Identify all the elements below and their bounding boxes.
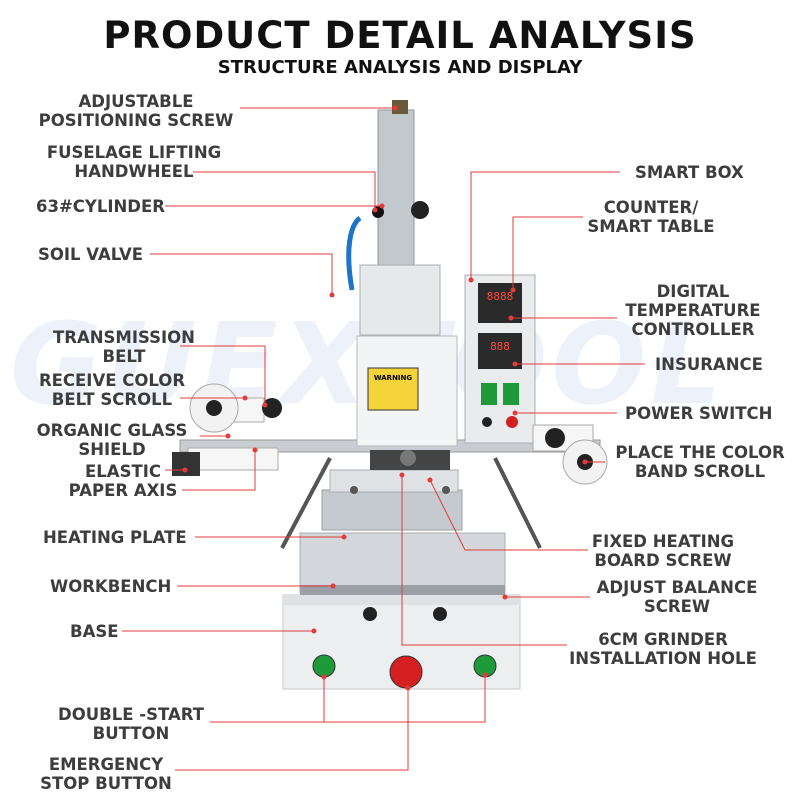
label-receive-color-belt-scroll: RECEIVE COLOR BELT SCROLL	[38, 371, 186, 409]
label-cylinder: 63#CYLINDER	[36, 197, 165, 216]
label-double-start-button: DOUBLE -START BUTTON	[58, 705, 204, 743]
machine-cylinder	[359, 264, 441, 336]
page-subtitle: STRUCTURE ANALYSIS AND DISPLAY	[217, 57, 583, 78]
label-heating-plate: HEATING PLATE	[43, 528, 187, 547]
warning-label: WARNING	[374, 374, 413, 382]
label-fixed-heating-board-screw: FIXED HEATING BOARD SCREW	[591, 532, 735, 570]
label-grinder-installation-hole: 6CM GRINDER INSTALLATION HOLE	[569, 630, 757, 668]
leader-lines	[122, 107, 645, 771]
temp-display: 888	[490, 340, 510, 353]
label-emergency-stop-button: EMERGENCY STOP BUTTON	[40, 755, 172, 793]
label-workbench: WORKBENCH	[50, 577, 172, 596]
label-transmission-belt: TRANSMISSION BELT	[53, 328, 195, 366]
label-organic-glass-shield: ORGANIC GLASS SHIELD	[36, 421, 188, 459]
machine-column	[377, 109, 415, 271]
label-place-color-band-scroll: PLACE THE COLOR BAND SCROLL	[615, 443, 785, 481]
counter-display: 8888	[487, 290, 514, 303]
label-fuselage-lifting-handwheel: FUSELAGE LIFTING HANDWHEEL	[46, 143, 222, 181]
page-title: PRODUCT DETAIL ANALYSIS	[103, 14, 697, 57]
label-power-switch: POWER SWITCH	[625, 404, 773, 423]
emergency-stop-button	[389, 655, 423, 689]
label-adjust-balance-screw: ADJUST BALANCE SCREW	[596, 578, 758, 616]
label-smart-box: SMART BOX	[635, 163, 744, 182]
label-insurance: INSURANCE	[655, 355, 763, 374]
left-start-button	[312, 654, 336, 678]
label-elastic-paper-axis: ELASTIC PAPER AXIS	[68, 462, 178, 500]
label-soil-valve: SOIL VALVE	[38, 245, 144, 264]
label-digital-temperature-controller: DIGITAL TEMPERATURE CONTROLLER	[625, 282, 761, 339]
label-base: BASE	[70, 622, 119, 641]
machine-heating-plate	[321, 489, 463, 531]
label-counter-smart-table: COUNTER/ SMART TABLE	[587, 198, 715, 236]
label-adjustable-positioning-screw: ADJUSTABLE POSITIONING SCREW	[38, 92, 234, 130]
